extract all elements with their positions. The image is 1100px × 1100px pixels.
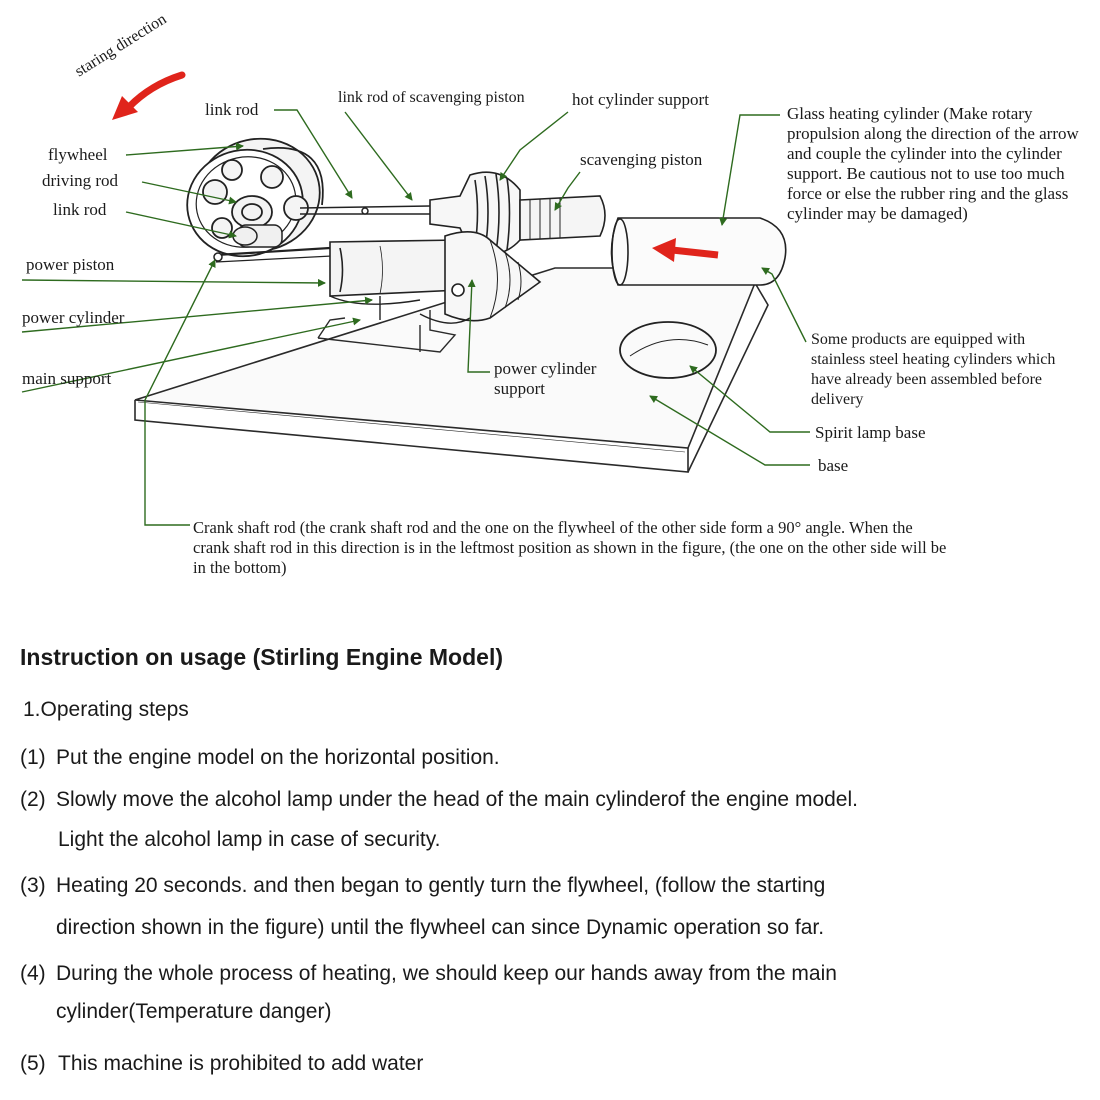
- flywheel: [186, 137, 324, 258]
- label-spirit-lamp-base: Spirit lamp base: [815, 423, 926, 442]
- label-link-rod-scavenging: link rod of scavenging piston: [338, 89, 525, 106]
- operating-steps-heading: 1.Operating steps: [23, 698, 189, 721]
- spirit-lamp-hole: [619, 321, 717, 379]
- step-text: During the whole process of heating, we …: [56, 962, 837, 985]
- step-text: Put the engine model on the horizontal p…: [56, 746, 500, 769]
- leader-lines: [21, 109, 810, 526]
- engine-illustration: [21, 71, 810, 526]
- label-main-support: main support: [22, 369, 112, 388]
- step-number: (2): [20, 788, 46, 811]
- step-1: (1) Put the engine model on the horizont…: [20, 746, 1080, 776]
- step-number: (1): [20, 746, 46, 769]
- step-text: Heating 20 seconds. and then began to ge…: [56, 874, 826, 897]
- step-number: (4): [20, 962, 46, 985]
- step-text: Light the alcohol lamp in case of securi…: [58, 828, 441, 851]
- instructions-title: Instruction on usage (Stirling Engine Mo…: [20, 644, 503, 670]
- label-base: base: [818, 456, 849, 475]
- step-5: (5) This machine is prohibited to add wa…: [20, 1052, 1080, 1082]
- label-glass-heating-cylinder: Glass heating cylinder (Make rotary prop…: [787, 104, 1079, 223]
- label-scavenging-piston: scavenging piston: [580, 150, 703, 169]
- step-text: This machine is prohibited to add water: [58, 1052, 424, 1075]
- displacer-link: [299, 205, 431, 215]
- step-text: direction shown in the figure) until the…: [56, 916, 825, 939]
- label-driving-rod: driving rod: [42, 171, 119, 190]
- power-cylinder-support: [444, 231, 542, 322]
- label-power-piston: power piston: [26, 255, 115, 274]
- label-link-rod-top: link rod: [205, 100, 259, 119]
- step-number: (3): [20, 874, 46, 897]
- starting-direction-arrow: [112, 71, 186, 120]
- step-text: Slowly move the alcohol lamp under the h…: [56, 788, 858, 811]
- label-flywheel: flywheel: [48, 145, 108, 164]
- label-stainless-note: Some products are equipped with stainles…: [811, 331, 1056, 408]
- label-power-cylinder: power cylinder: [22, 308, 125, 327]
- scavenging-piston-body: [519, 195, 606, 241]
- label-link-rod-left: link rod: [53, 200, 107, 219]
- label-crank-shaft-rod: Crank shaft rod (the crank shaft rod and…: [193, 518, 947, 577]
- main-support-stand: [317, 310, 457, 353]
- power-cylinder: [329, 239, 461, 297]
- step-2: (2) Slowly move the alcohol lamp under t…: [20, 788, 1080, 858]
- label-power-cylinder-support: power cylinder support: [494, 359, 597, 398]
- step-4: (4) During the whole process of heating,…: [20, 962, 1080, 1032]
- stirling-engine-diagram: staring direction link rod link rod of s…: [21, 11, 1079, 577]
- step-3: (3) Heating 20 seconds. and then began t…: [20, 874, 1080, 944]
- glass-cylinder-arrow: [652, 238, 719, 262]
- step-text: cylinder(Temperature danger): [56, 1000, 332, 1023]
- step-number: (5): [20, 1052, 46, 1075]
- base-slab: [134, 267, 769, 473]
- label-hot-cylinder-support: hot cylinder support: [572, 90, 709, 109]
